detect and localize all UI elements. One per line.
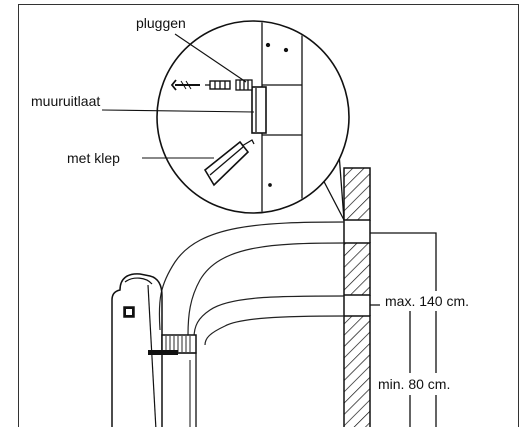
label-max-height: max. 140 cm.: [385, 293, 469, 309]
wall: [343, 167, 371, 427]
hose-lower-outer: [193, 295, 345, 339]
unit-top-curve: [124, 277, 153, 285]
detail-wall: [261, 22, 303, 212]
detail-screw-1: [170, 79, 200, 91]
dimension-max-line: [370, 232, 437, 427]
leader-plugs: [174, 33, 247, 83]
wall-middle-section: [343, 242, 371, 296]
hose-upper-inner: [187, 242, 345, 336]
unit-body: [111, 273, 163, 427]
dimension-min-line: [370, 304, 411, 427]
hose-lower-inner: [204, 315, 345, 346]
detail-plug-1: [205, 80, 231, 90]
wall-upper-section: [343, 167, 371, 221]
wall-lower-section: [343, 315, 371, 427]
detail-magnifier: [156, 20, 350, 214]
label-wall-outlet: muuruitlaat: [31, 93, 100, 109]
outer-frame: [18, 4, 519, 432]
label-with-flap: met klep: [67, 150, 120, 166]
label-min-height: min. 80 cm.: [378, 376, 450, 392]
exhaust-hoses: [158, 221, 345, 346]
label-plugs: pluggen: [136, 15, 186, 31]
leader-lines: [101, 33, 255, 159]
detail-flap: [203, 139, 255, 187]
unit-rear-panel: [162, 352, 197, 427]
air-conditioner-unit: [111, 273, 197, 427]
detail-plug-2: [235, 79, 253, 91]
leader-wall-outlet: [101, 109, 255, 113]
dimension-lines: [370, 232, 437, 427]
hose-upper-outer: [158, 221, 345, 331]
detail-wall-outlet: [251, 86, 267, 134]
